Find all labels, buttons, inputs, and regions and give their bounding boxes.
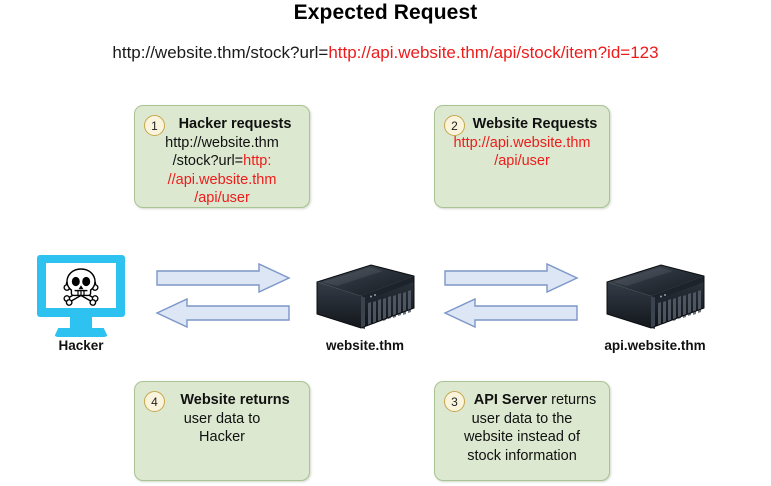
step-1-line3-black: /stock?url= (172, 153, 244, 169)
step-2-line2: http://api.website.thm (453, 134, 591, 151)
step-3-line2: user data to the (471, 410, 573, 427)
step-3-line3: website instead of (463, 429, 581, 445)
arrow-api-to-website (443, 297, 578, 329)
step-3-heading: API Server (473, 392, 548, 408)
step-box-4: 4 Website returns user data to Hacker (134, 381, 310, 481)
website-server-label: website.thm (325, 338, 404, 353)
node-api-server: api.website.thm (603, 262, 707, 353)
step-1-line4: //api.website.thm (167, 171, 277, 188)
step-box-2: 2 Website Requests http://api.website.th… (434, 105, 610, 208)
api-server-label: api.website.thm (604, 338, 706, 353)
skull-and-crossbones-icon (63, 268, 99, 306)
node-hacker: Hacker (37, 255, 125, 353)
server-rack-icon (606, 264, 705, 329)
arrow-hacker-to-website (156, 262, 291, 294)
step-badge-4: 4 (144, 391, 165, 412)
step-1-line5: /api/user (194, 190, 250, 206)
step-badge-3: 3 (444, 391, 465, 412)
step-box-3: 3 API Server returns user data to the we… (434, 381, 610, 481)
step-4-line2: user data to (183, 410, 261, 427)
arrow-website-to-api (444, 262, 579, 294)
monitor-neck (70, 317, 92, 330)
step-3-heading-rest: returns (547, 392, 597, 408)
step-badge-2: 2 (444, 115, 465, 136)
url-black-part: http://website.thm/stock?url= (112, 43, 329, 62)
step-badge-1: 1 (144, 115, 165, 136)
step-text-3: API Server returns user data to the webs… (443, 391, 601, 465)
step-3-line4: stock information (467, 447, 577, 464)
step-text-2: Website Requests http://api.website.thm … (443, 115, 601, 171)
monitor-base (54, 328, 108, 337)
step-4-heading: Website returns (180, 392, 290, 408)
step-2-heading: Website Requests (472, 116, 598, 132)
hacker-label: Hacker (58, 338, 104, 353)
url-red-part: http://api.website.thm/api/stock/item?id… (328, 43, 659, 62)
step-2-line3: /api/user (494, 153, 550, 169)
step-1-line3-red: http: (243, 153, 272, 169)
step-text-4: Website returns user data to Hacker (143, 391, 301, 447)
step-box-1: 1 Hacker requests http://website.thm /st… (134, 105, 310, 208)
step-text-1: Hacker requests http://website.thm /stoc… (143, 115, 301, 208)
arrow-website-to-hacker (155, 297, 290, 329)
step-4-line3: Hacker (199, 429, 245, 445)
server-rack-icon (316, 264, 415, 329)
node-website-server: website.thm (313, 262, 417, 353)
page-title: Expected Request (293, 1, 478, 24)
expected-request-url: http://website.thm/stock?url=http://api.… (0, 43, 771, 63)
step-1-heading: Hacker requests (178, 116, 292, 132)
step-1-line2: http://website.thm (165, 134, 279, 151)
